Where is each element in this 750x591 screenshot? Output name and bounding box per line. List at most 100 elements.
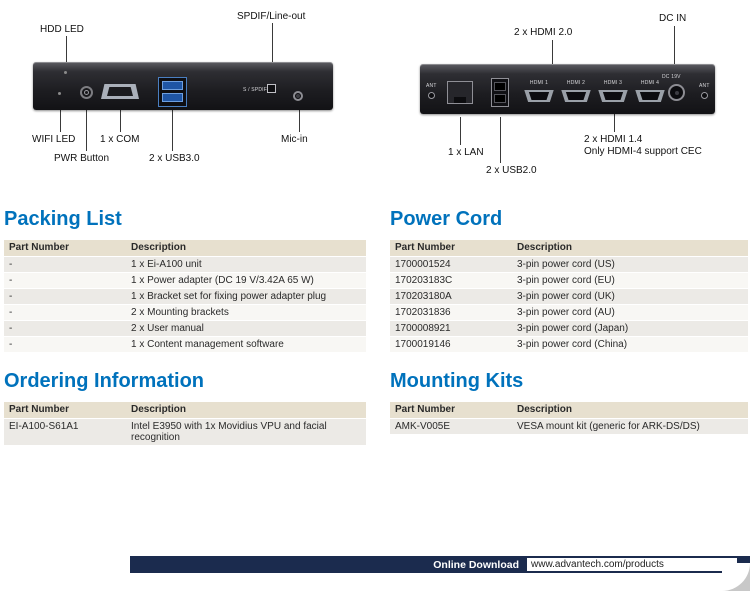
com-port bbox=[101, 84, 139, 99]
table-header-row: Part Number Description bbox=[4, 240, 366, 257]
com-label: 1 x COM bbox=[100, 134, 140, 145]
description-cell: 1 x Ei-A100 unit bbox=[126, 256, 366, 273]
description-cell: 2 x User manual bbox=[126, 320, 366, 337]
part-number-cell: 170203180A bbox=[390, 288, 512, 305]
part-number-cell: 170203183C bbox=[390, 272, 512, 289]
dc-in-label: DC IN bbox=[659, 13, 687, 24]
description-cell: 3-pin power cord (UK) bbox=[512, 288, 748, 305]
table-row: 1700001524 3-pin power cord (US) bbox=[390, 256, 748, 273]
hdmi3-port-label: HDMI 3 bbox=[603, 80, 623, 86]
hdd-led-indicator bbox=[64, 71, 67, 74]
leader-line-dcin bbox=[674, 26, 675, 83]
table-row: - 1 x Ei-A100 unit bbox=[4, 256, 366, 273]
description-cell: VESA mount kit (generic for ARK-DS/DS) bbox=[512, 418, 748, 435]
rear-panel-body: ANT ANT HDMI 1 HDMI 2 HDMI 3 HDMI 4 DC 1… bbox=[420, 64, 715, 114]
part-number-cell: AMK-V005E bbox=[390, 418, 512, 435]
table-row: 1702031836 3-pin power cord (AU) bbox=[390, 304, 748, 321]
packing-list-table: Part Number Description - 1 x Ei-A100 un… bbox=[4, 240, 366, 353]
part-number-cell: 1700008921 bbox=[390, 320, 512, 337]
hdmi-port-2 bbox=[561, 90, 591, 102]
dc-voltage-label: DC 19V bbox=[662, 74, 681, 80]
part-number-header: Part Number bbox=[390, 402, 512, 419]
pwr-button-label: PWR Button bbox=[54, 153, 110, 164]
leader-line-spdif bbox=[272, 23, 273, 82]
part-number-cell: - bbox=[4, 320, 126, 337]
leader-line-com bbox=[120, 101, 121, 132]
wifi-led-indicator bbox=[58, 92, 61, 95]
description-cell: 1 x Power adapter (DC 19 V/3.42A 65 W) bbox=[126, 272, 366, 289]
lan-label: 1 x LAN bbox=[448, 147, 484, 158]
usb2-label: 2 x USB2.0 bbox=[486, 165, 537, 176]
mic-in-jack bbox=[293, 91, 303, 101]
part-number-cell: 1700019146 bbox=[390, 336, 512, 353]
description-cell: 3-pin power cord (US) bbox=[512, 256, 748, 273]
description-cell: 3-pin power cord (Japan) bbox=[512, 320, 748, 337]
hdd-led-label: HDD LED bbox=[40, 24, 84, 35]
spdif-lineout-label: SPDIF/Line-out bbox=[237, 11, 306, 22]
leader-line-hdmi14 bbox=[614, 110, 615, 132]
table-row: 170203180A 3-pin power cord (UK) bbox=[390, 288, 748, 305]
usb2-port-1 bbox=[494, 82, 506, 91]
ordering-information-title: Ordering Information bbox=[4, 370, 204, 392]
leader-line-hdd bbox=[66, 36, 67, 72]
section-power-cord: Power Cord Part Number Description 17000… bbox=[390, 208, 748, 353]
description-header: Description bbox=[512, 402, 748, 419]
usb2-ports bbox=[491, 78, 509, 107]
hdmi-port-1 bbox=[524, 90, 554, 102]
hdmi14-label-line2: Only HDMI-4 support CEC bbox=[584, 146, 702, 157]
lan-port bbox=[447, 81, 473, 104]
power-button-port bbox=[80, 86, 93, 99]
ant-right-label: ANT bbox=[699, 83, 710, 89]
spdif-port-label: S / SPDIF bbox=[243, 87, 268, 93]
usb3-label: 2 x USB3.0 bbox=[149, 153, 200, 164]
description-cell: Intel E3950 with 1x Movidius VPU and fac… bbox=[126, 418, 366, 446]
leader-line-lan bbox=[460, 117, 461, 145]
spdif-port bbox=[267, 84, 276, 93]
usb3-port-2 bbox=[162, 93, 183, 102]
description-cell: 2 x Mounting brackets bbox=[126, 304, 366, 321]
hdmi20-label: 2 x HDMI 2.0 bbox=[514, 27, 573, 38]
footer-url-link[interactable]: www.advantech.com/products bbox=[527, 558, 737, 571]
mic-in-label: Mic-in bbox=[281, 134, 308, 145]
dc-in-jack bbox=[668, 84, 685, 101]
page-corner-decoration bbox=[722, 563, 750, 591]
mounting-kits-table: Part Number Description AMK-V005E VESA m… bbox=[390, 402, 748, 435]
mounting-kits-title: Mounting Kits bbox=[390, 370, 524, 392]
description-cell: 3-pin power cord (EU) bbox=[512, 272, 748, 289]
leader-line-mic bbox=[299, 103, 300, 132]
table-row: 1700008921 3-pin power cord (Japan) bbox=[390, 320, 748, 337]
description-cell: 3-pin power cord (China) bbox=[512, 336, 748, 353]
wifi-led-label: WIFI LED bbox=[32, 134, 76, 145]
hdmi14-label-line1: 2 x HDMI 1.4 bbox=[584, 134, 643, 145]
hdmi4-port-label: HDMI 4 bbox=[640, 80, 660, 86]
section-ordering-information: Ordering Information Part Number Descrip… bbox=[4, 370, 366, 446]
part-number-header: Part Number bbox=[4, 240, 126, 257]
description-cell: 3-pin power cord (AU) bbox=[512, 304, 748, 321]
usb3-ports bbox=[158, 77, 187, 107]
table-row: - 1 x Power adapter (DC 19 V/3.42A 65 W) bbox=[4, 272, 366, 289]
packing-list-title: Packing List bbox=[4, 208, 122, 230]
table-row: AMK-V005E VESA mount kit (generic for AR… bbox=[390, 418, 748, 435]
footer-bar: Online Download www.advantech.com/produc… bbox=[130, 556, 750, 573]
hdmi-port-4 bbox=[635, 90, 665, 102]
table-row: EI-A100-S61A1 Intel E3950 with 1x Movidi… bbox=[4, 418, 366, 446]
part-number-cell: 1700001524 bbox=[390, 256, 512, 273]
table-row: 170203183C 3-pin power cord (EU) bbox=[390, 272, 748, 289]
hdmi1-port-label: HDMI 1 bbox=[529, 80, 549, 86]
table-row: 1700019146 3-pin power cord (China) bbox=[390, 336, 748, 353]
usb2-port-2 bbox=[494, 94, 506, 103]
part-number-cell: - bbox=[4, 256, 126, 273]
hdmi-port-3 bbox=[598, 90, 628, 102]
description-header: Description bbox=[126, 402, 366, 419]
table-header-row: Part Number Description bbox=[390, 240, 748, 257]
table-row: - 1 x Bracket set for fixing power adapt… bbox=[4, 288, 366, 305]
part-number-header: Part Number bbox=[390, 240, 512, 257]
part-number-cell: 1702031836 bbox=[390, 304, 512, 321]
description-cell: 1 x Bracket set for fixing power adapter… bbox=[126, 288, 366, 305]
ordering-information-table: Part Number Description EI-A100-S61A1 In… bbox=[4, 402, 366, 446]
leader-line-wifi bbox=[60, 97, 61, 132]
ant-left-connector bbox=[428, 92, 435, 99]
description-cell: 1 x Content management software bbox=[126, 336, 366, 353]
leader-line-pwr bbox=[86, 100, 87, 151]
